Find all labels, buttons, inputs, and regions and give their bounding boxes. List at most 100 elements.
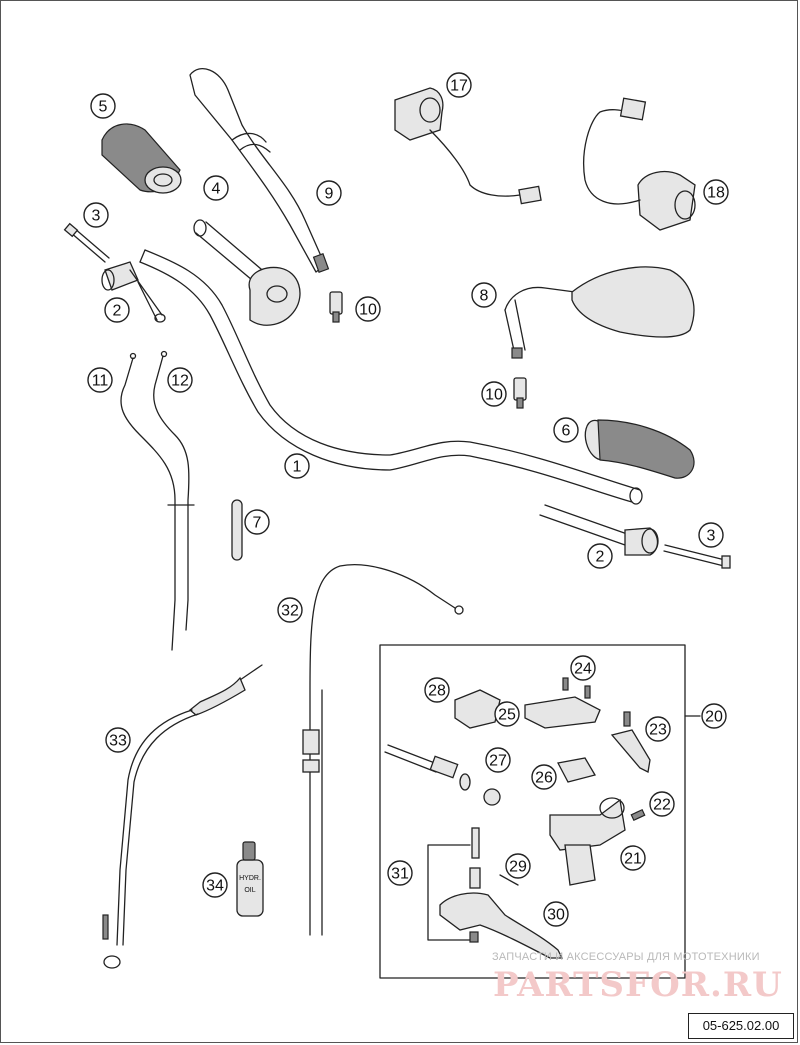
callout-number: 18 (707, 185, 725, 202)
callout-6: 6 (553, 417, 579, 443)
callout-2-1: 2 (104, 297, 130, 323)
left-grip (101, 123, 182, 194)
callout-number: 27 (489, 753, 507, 770)
callout-number: 20 (705, 709, 723, 726)
callout-30: 30 (543, 901, 569, 927)
callout-12: 12 (167, 367, 193, 393)
callout-5: 5 (90, 93, 116, 119)
callout-number: 3 (92, 208, 101, 225)
callout-29: 29 (505, 853, 531, 879)
callout-circle (387, 860, 413, 886)
bottle-label-line2: OIL (244, 887, 255, 894)
callout-number: 4 (212, 181, 221, 198)
callout-circle (83, 202, 109, 228)
callout-25: 25 (494, 701, 520, 727)
callout-2-2: 2 (587, 543, 613, 569)
callout-number: 11 (92, 373, 109, 390)
callout-number: 28 (428, 683, 446, 700)
screw-22 (630, 808, 646, 822)
screw-23 (623, 711, 631, 727)
watermark-logo: PARTSFOR.RU (493, 965, 783, 1005)
callout-26: 26 (531, 764, 557, 790)
callout-circle (167, 367, 193, 393)
callout-9: 9 (316, 180, 342, 206)
callout-number: 34 (206, 878, 224, 895)
callout-number: 9 (325, 186, 334, 203)
callout-32: 32 (277, 597, 303, 623)
master-cylinder-group (379, 644, 701, 979)
cable-clip (231, 499, 243, 561)
callout-circle (505, 853, 531, 879)
callout-10-2: 10 (481, 381, 507, 407)
callout-20: 20 (701, 703, 727, 729)
callout-circle (471, 282, 497, 308)
right-switch (583, 97, 696, 231)
master-cylinder-21 (549, 797, 626, 886)
callout-24: 24 (570, 655, 596, 681)
screw-24 (562, 677, 591, 699)
callout-circle (645, 716, 671, 742)
right-bolt (663, 544, 731, 569)
callout-34: 34 (202, 872, 228, 898)
throttle-cables (120, 350, 195, 651)
callout-1: 1 (284, 453, 310, 479)
callout-number: 1 (293, 459, 302, 476)
callout-23: 23 (645, 716, 671, 742)
callout-circle (531, 764, 557, 790)
callout-number: 24 (574, 661, 592, 678)
callout-circle (481, 381, 507, 407)
callout-circle (202, 872, 228, 898)
callout-number: 21 (624, 851, 642, 868)
bottle-label-line1: HYDR. (239, 875, 261, 882)
callout-31: 31 (387, 860, 413, 886)
hydraulic-hose (102, 664, 263, 969)
callout-circle (355, 296, 381, 322)
callout-circle (485, 747, 511, 773)
handlebar (139, 249, 643, 505)
callout-number: 5 (99, 99, 108, 116)
callout-circle (203, 175, 229, 201)
callout-22: 22 (649, 791, 675, 817)
callout-circle (570, 655, 596, 681)
callout-number: 10 (359, 302, 377, 319)
callout-27: 27 (485, 747, 511, 773)
left-bar-end (101, 261, 166, 323)
callout-11: 11 (87, 367, 113, 393)
callout-33: 33 (105, 727, 131, 753)
callout-number: 3 (707, 528, 716, 545)
right-grip (584, 419, 695, 479)
lever-pivot-part (610, 729, 651, 773)
callout-circle (703, 179, 729, 205)
mirror (504, 266, 695, 359)
callout-3-2: 3 (698, 522, 724, 548)
callout-circle (105, 727, 131, 753)
hydraulic-oil-bottle: HYDR. OIL (236, 841, 264, 917)
callout-number: 33 (109, 733, 127, 750)
callout-10-1: 10 (355, 296, 381, 322)
callout-7: 7 (244, 509, 270, 535)
callout-4: 4 (203, 175, 229, 201)
callout-number: 29 (509, 859, 527, 876)
callout-8: 8 (471, 282, 497, 308)
callout-number: 12 (171, 373, 189, 390)
reservoir-cover-25 (524, 696, 601, 729)
clamp-28 (454, 689, 501, 729)
callout-circle (424, 677, 450, 703)
callout-circle (494, 701, 520, 727)
callout-circle (87, 367, 113, 393)
callout-number: 17 (450, 78, 468, 95)
callout-number: 30 (547, 907, 565, 924)
callout-circle (701, 703, 727, 729)
callout-number: 8 (480, 288, 489, 305)
watermark-text: ЗАПЧАСТИ И АКСЕССУАРЫ ДЛЯ МОТОТЕХНИКИ (492, 951, 760, 963)
callout-number: 23 (649, 722, 667, 739)
callout-18: 18 (703, 179, 729, 205)
throttle-tube (193, 219, 301, 326)
callout-circle (244, 509, 270, 535)
callout-number: 31 (391, 866, 409, 883)
pivot-bolt-31 (427, 827, 481, 941)
callout-number: 10 (485, 387, 503, 404)
callout-28: 28 (424, 677, 450, 703)
